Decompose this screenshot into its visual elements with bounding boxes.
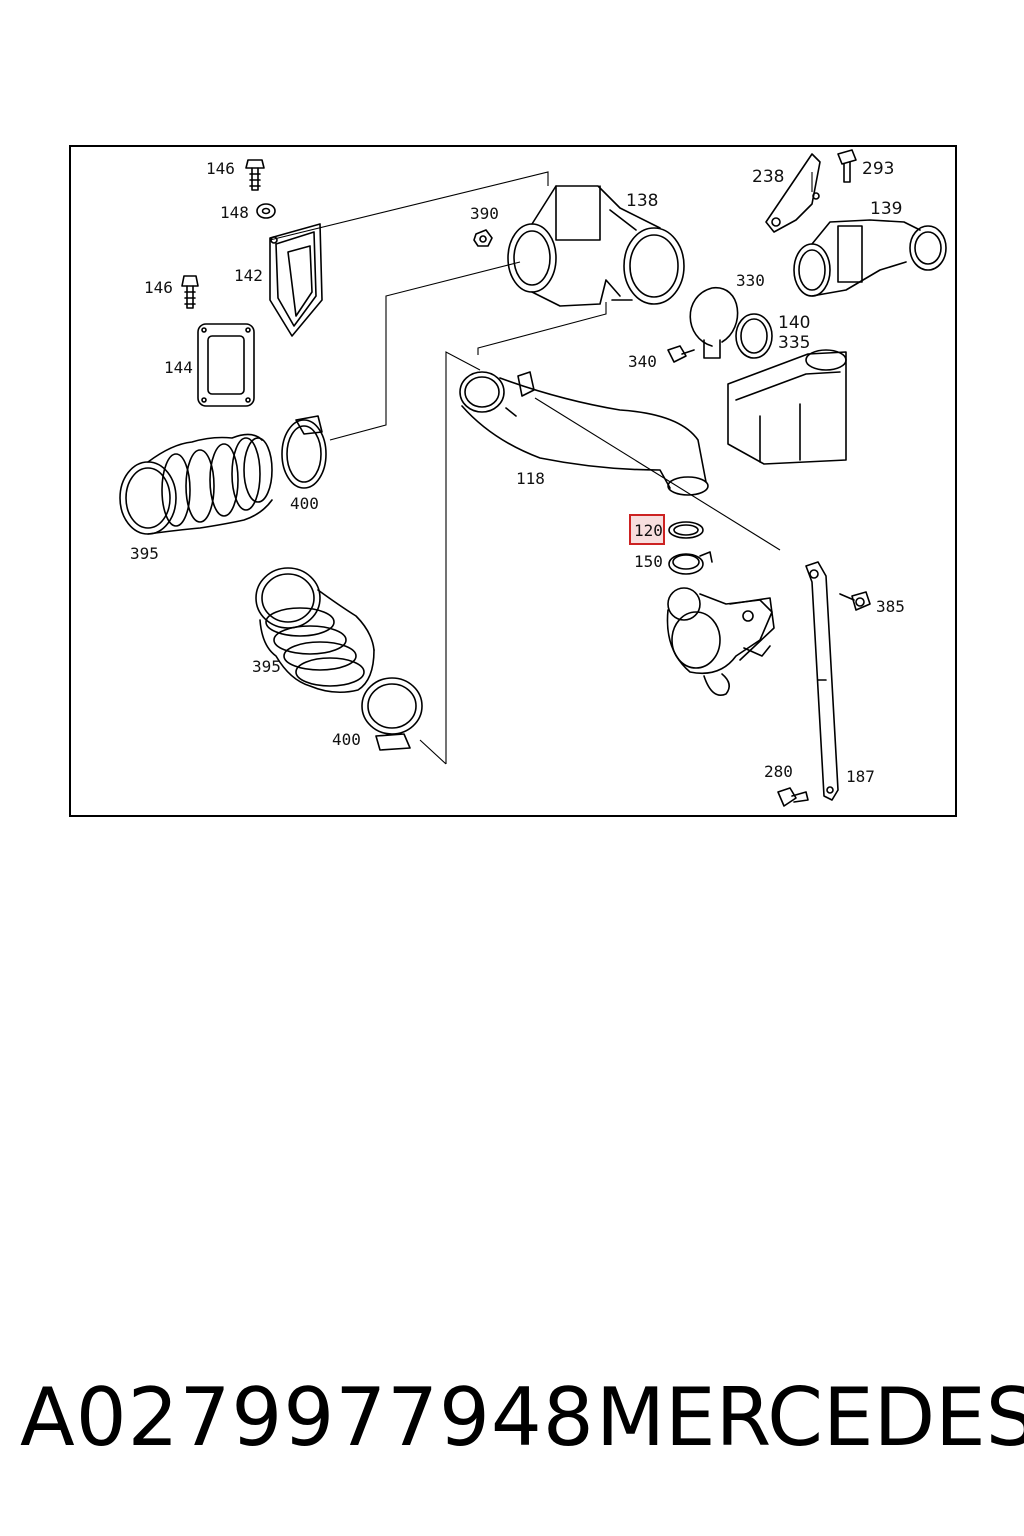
parts-diagram: 146 148 142 146 144 390 138 238 293 139 … [69, 145, 957, 817]
label-146-left: 146 [144, 278, 173, 297]
label-390: 390 [470, 204, 499, 223]
clamp-400-upper-icon [281, 415, 327, 489]
strap-187-icon [805, 561, 839, 801]
label-139: 139 [870, 199, 902, 219]
bolt-280-icon [777, 787, 809, 807]
label-340: 340 [628, 352, 657, 371]
bolt-385-icon [839, 591, 871, 611]
engine-block-icon [727, 349, 847, 465]
bellows-395-upper-icon [119, 433, 273, 535]
bracket-238-icon [765, 153, 821, 233]
label-138: 138 [626, 191, 658, 211]
label-148: 148 [220, 203, 249, 222]
label-293: 293 [862, 159, 894, 179]
washer-148-icon [256, 203, 276, 219]
label-120[interactable]: 120 [634, 521, 663, 540]
label-385: 385 [876, 597, 905, 616]
clamp-400-lower-icon [361, 677, 423, 751]
highlight-box-120 [629, 514, 665, 545]
part-number: A0279977948 [20, 1371, 595, 1464]
label-150: 150 [634, 552, 663, 571]
label-335: 335 [778, 333, 810, 353]
flange-142-icon [269, 223, 323, 337]
bellows-395-lower-icon [255, 567, 375, 694]
clamp-330-icon [689, 287, 739, 359]
pipe-139-icon [793, 219, 947, 297]
bolt-146-top-icon [245, 159, 265, 191]
turbocharger-icon [666, 587, 775, 696]
nut-390-icon [473, 229, 493, 247]
label-395-lower: 395 [252, 657, 281, 676]
pipe-118-icon [459, 371, 709, 496]
label-144: 144 [164, 358, 193, 377]
label-146-top: 146 [206, 159, 235, 178]
bolt-146-left-icon [181, 275, 199, 309]
part-labels: 146 148 142 146 144 390 138 238 293 139 … [130, 159, 905, 786]
label-118: 118 [516, 469, 545, 488]
diagram-frame [69, 145, 957, 817]
label-187: 187 [846, 767, 875, 786]
footer: A0279977948 MERCEDES [0, 1368, 1024, 1478]
intake-housing-138-icon [507, 185, 685, 307]
brand-name: MERCEDES [596, 1371, 1024, 1464]
label-400-upper: 400 [290, 494, 319, 513]
bolt-293-icon [837, 149, 857, 183]
label-400-lower: 400 [332, 730, 361, 749]
ring-140-icon [735, 313, 773, 359]
label-330: 330 [736, 271, 765, 290]
gasket-144-icon [197, 323, 255, 407]
bolt-340-icon [667, 345, 695, 363]
clamp-150-icon [668, 551, 713, 575]
label-395-upper: 395 [130, 544, 159, 563]
label-140: 140 [778, 313, 810, 333]
ring-120-icon [668, 521, 704, 539]
label-142: 142 [234, 266, 263, 285]
leader-lines [269, 171, 813, 765]
label-238: 238 [752, 167, 784, 187]
label-280: 280 [764, 762, 793, 781]
